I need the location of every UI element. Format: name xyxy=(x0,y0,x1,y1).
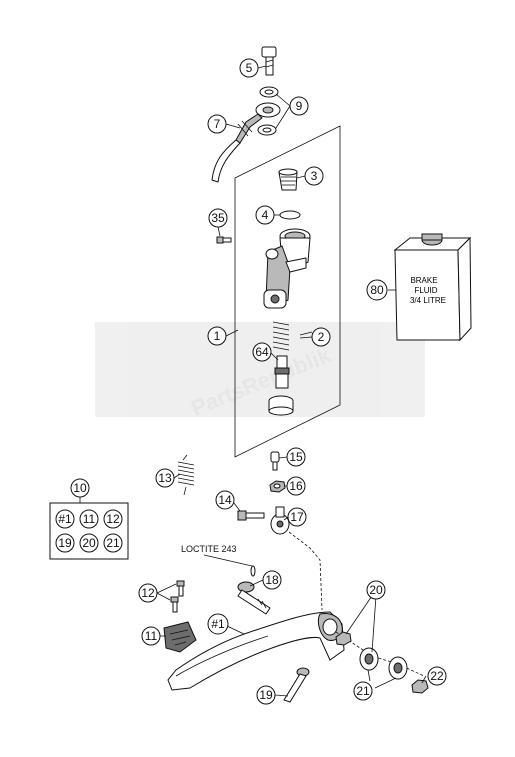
pivot-bolt-18 xyxy=(237,565,271,615)
svg-text:64: 64 xyxy=(255,345,269,359)
kit-item-21: 21 xyxy=(103,533,123,553)
nut-20 xyxy=(335,631,352,646)
svg-text:35: 35 xyxy=(211,211,225,225)
assembly-line-lower xyxy=(335,631,425,677)
dust-boot xyxy=(268,395,294,416)
svg-text:12: 12 xyxy=(106,512,120,526)
bolt-14 xyxy=(237,510,265,521)
callout-64: 64 xyxy=(252,342,272,362)
callout-2: 2 xyxy=(311,327,331,347)
callout-hash1: #1 xyxy=(207,613,229,635)
screw-35 xyxy=(216,236,232,244)
kit-item-hash1: #1 xyxy=(55,509,75,529)
callout-35: 35 xyxy=(208,208,228,228)
bottle-label-line1: BRAKE xyxy=(410,276,437,285)
svg-text:20: 20 xyxy=(82,536,96,550)
svg-text:1: 1 xyxy=(214,329,221,343)
watermark: PartsRepublik xyxy=(95,322,425,421)
callout-13: 13 xyxy=(155,468,175,488)
svg-text:10: 10 xyxy=(73,481,87,495)
svg-text:5: 5 xyxy=(246,61,253,75)
kit-box: #1 11 12 19 20 21 xyxy=(49,497,129,560)
svg-text:17: 17 xyxy=(290,510,304,524)
svg-text:21: 21 xyxy=(356,684,370,698)
kit-item-12: 12 xyxy=(103,509,123,529)
callout-1: 1 xyxy=(207,326,227,346)
callout-10: 10 xyxy=(70,478,90,498)
svg-text:22: 22 xyxy=(430,669,444,683)
svg-text:3: 3 xyxy=(311,169,318,183)
callout-7: 7 xyxy=(207,114,227,134)
svg-text:18: 18 xyxy=(265,573,279,587)
loctite-label: LOCTITE 243 xyxy=(181,544,237,554)
callout-14: 14 xyxy=(215,490,235,510)
screws-12 xyxy=(170,580,185,613)
banjo-bolt xyxy=(261,46,277,76)
reservoir-cap xyxy=(278,168,298,191)
svg-text:16: 16 xyxy=(289,479,303,493)
bolt-19 xyxy=(283,667,310,703)
callout-21: 21 xyxy=(353,681,373,701)
bearings-21 xyxy=(359,647,408,680)
callout-20: 20 xyxy=(366,580,386,600)
kit-item-20: 20 xyxy=(79,533,99,553)
callout-17: 17 xyxy=(287,507,307,527)
push-rod xyxy=(270,451,280,471)
nut-16 xyxy=(269,480,286,493)
callout-22: 22 xyxy=(427,666,447,686)
assembly-line-upper xyxy=(288,531,323,611)
o-ring xyxy=(279,210,301,220)
svg-text:4: 4 xyxy=(262,208,269,222)
callout-19: 19 xyxy=(256,685,276,705)
master-cylinder-frame xyxy=(234,125,341,458)
svg-text:80: 80 xyxy=(370,283,384,297)
brake-fluid-bottle: BRAKE FLUID 3/4 LITRE xyxy=(393,233,472,342)
svg-text:#1: #1 xyxy=(58,512,72,526)
kit-item-11: 11 xyxy=(79,509,99,529)
callout-3: 3 xyxy=(304,166,324,186)
loctite-leader xyxy=(203,554,253,567)
svg-text:19: 19 xyxy=(58,536,72,550)
callout-12: 12 xyxy=(138,583,158,603)
pedal-tip xyxy=(163,621,197,653)
clevis-17 xyxy=(270,506,290,535)
callout-4: 4 xyxy=(255,205,275,225)
svg-text:19: 19 xyxy=(259,688,273,702)
callout-11: 11 xyxy=(141,626,161,646)
bottle-label-line2: FLUID xyxy=(414,286,437,295)
callout-18: 18 xyxy=(262,570,282,590)
piston-spring xyxy=(272,321,313,389)
brake-pedal-arm xyxy=(167,611,345,691)
kit-item-19: 19 xyxy=(55,533,75,553)
svg-text:11: 11 xyxy=(83,512,96,526)
callout-16: 16 xyxy=(286,476,306,496)
callout-15: 15 xyxy=(286,447,306,467)
callout-9: 9 xyxy=(289,96,309,116)
nut-22 xyxy=(411,679,429,694)
svg-text:13: 13 xyxy=(158,471,172,485)
svg-text:9: 9 xyxy=(296,99,303,113)
return-spring xyxy=(177,454,195,496)
brake-hose xyxy=(211,102,281,183)
svg-text:21: 21 xyxy=(106,536,120,550)
svg-text:20: 20 xyxy=(369,583,383,597)
svg-text:2: 2 xyxy=(318,330,325,344)
svg-text:14: 14 xyxy=(218,493,232,507)
callout-80: 80 xyxy=(366,279,388,301)
svg-text:#1: #1 xyxy=(211,617,225,631)
svg-text:12: 12 xyxy=(141,586,155,600)
svg-text:7: 7 xyxy=(214,117,221,131)
bottle-label-line3: 3/4 LITRE xyxy=(410,296,446,305)
svg-text:15: 15 xyxy=(289,450,303,464)
master-cylinder-body xyxy=(263,228,311,309)
sealing-rings xyxy=(257,86,279,136)
callout-5: 5 xyxy=(239,58,259,78)
svg-text:11: 11 xyxy=(145,629,158,643)
